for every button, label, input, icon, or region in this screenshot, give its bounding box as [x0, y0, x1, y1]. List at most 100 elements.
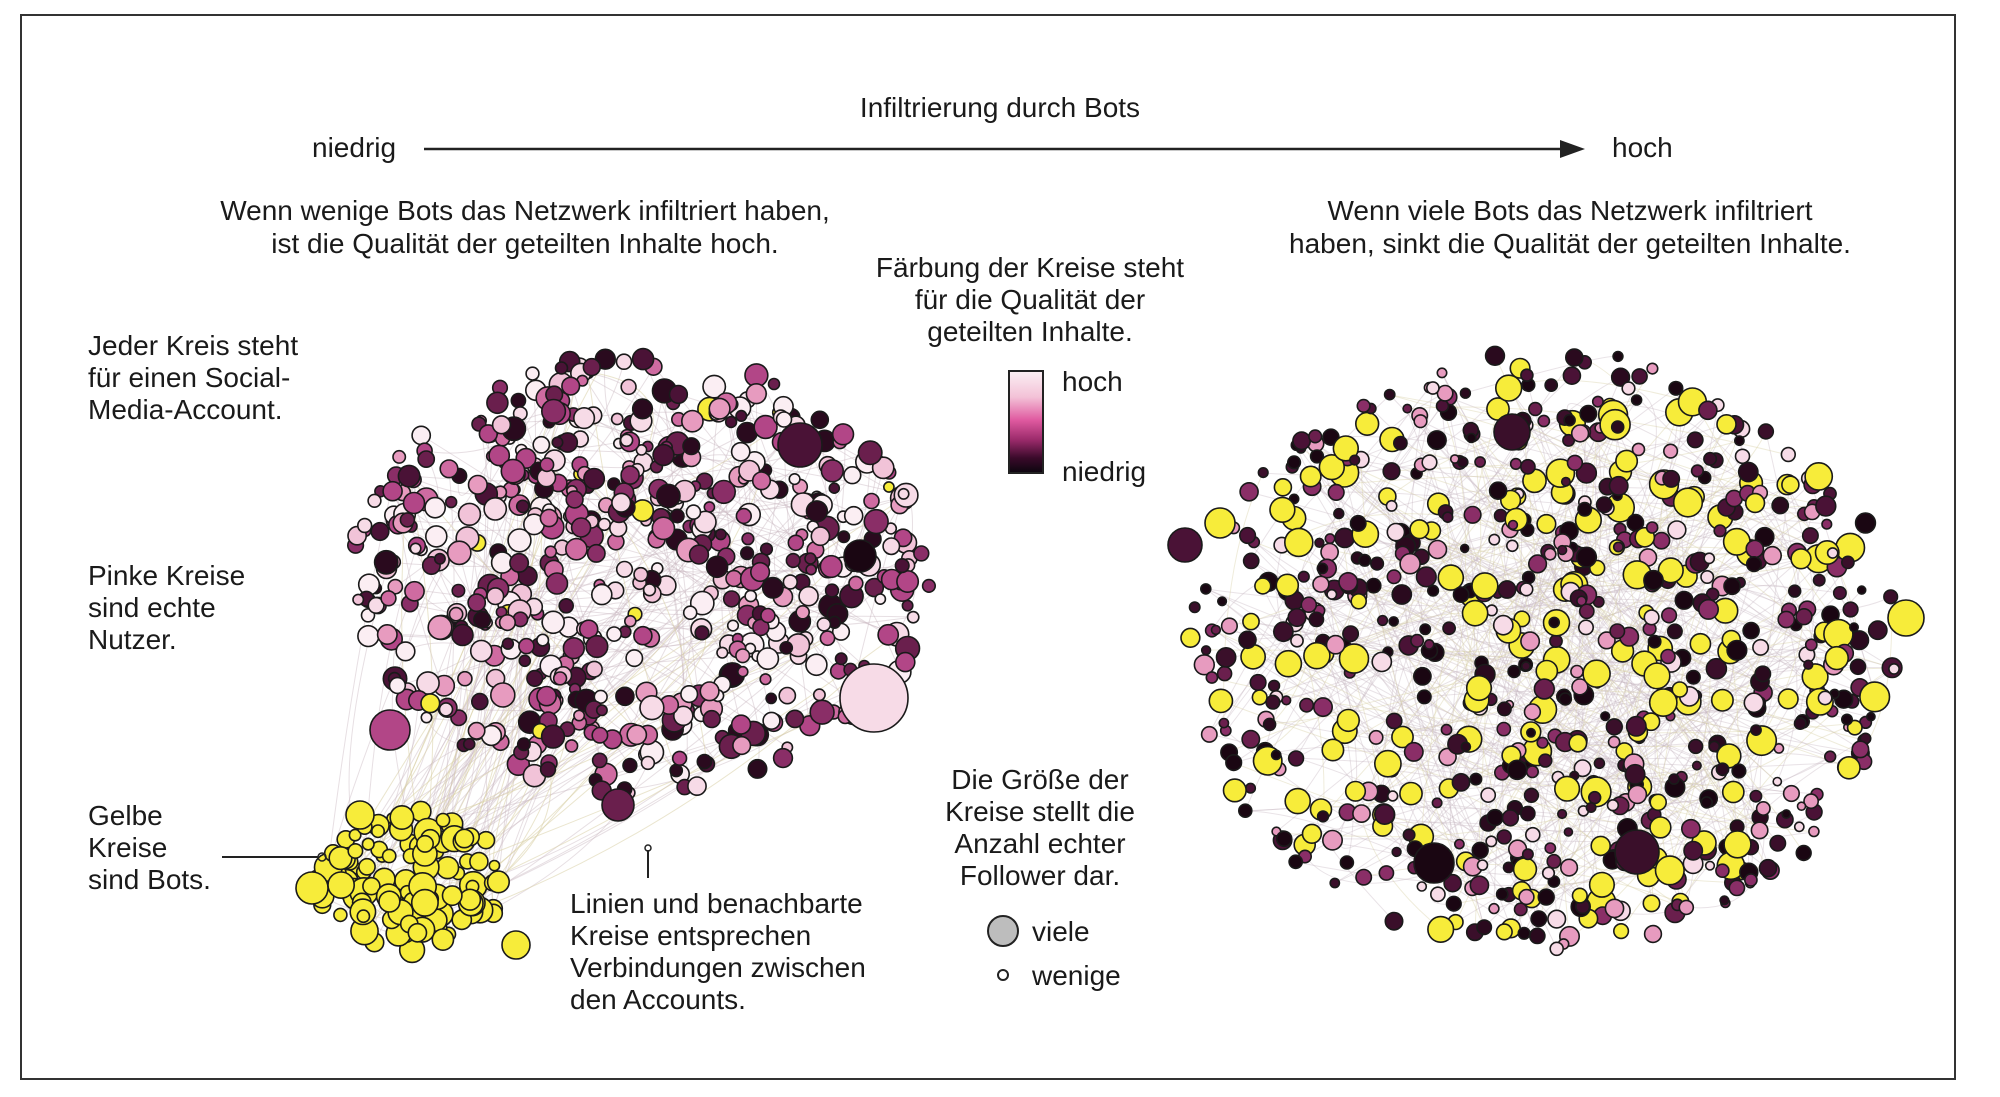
network-edge — [1420, 804, 1614, 838]
user-node — [693, 510, 717, 534]
bot-node — [883, 481, 895, 493]
user-node — [561, 376, 581, 396]
user-node — [1719, 895, 1730, 906]
user-node — [540, 724, 566, 749]
user-node — [1445, 895, 1462, 912]
bot-node — [1338, 643, 1370, 674]
network-edge — [1311, 821, 1635, 845]
user-node — [1612, 541, 1624, 553]
user-node — [1358, 553, 1372, 567]
bot-node — [1208, 688, 1234, 714]
user-node — [1703, 451, 1718, 466]
user-node — [1436, 367, 1448, 379]
bot-node — [370, 824, 385, 839]
user-node — [572, 407, 596, 430]
user-node — [1575, 462, 1598, 484]
user-node — [573, 709, 586, 722]
user-node — [631, 398, 654, 420]
network-edge — [1392, 795, 1761, 824]
bot-node — [1824, 645, 1850, 671]
user-node — [1496, 721, 1512, 737]
user-node — [1393, 435, 1408, 451]
user-node — [467, 593, 487, 613]
user-node — [1292, 431, 1312, 451]
user-node — [1645, 521, 1659, 534]
user-node — [1563, 827, 1574, 837]
bot-node — [1649, 793, 1667, 812]
user-node — [1728, 879, 1746, 897]
network-edge — [1323, 502, 1756, 655]
user-node — [1402, 403, 1413, 414]
user-node — [1698, 400, 1718, 421]
bot-node — [348, 828, 362, 842]
user-node — [1780, 446, 1797, 463]
user-node — [1849, 658, 1867, 676]
user-node — [526, 669, 544, 688]
network-edge — [1330, 436, 1536, 482]
network-edge — [400, 631, 842, 830]
network-edge — [1247, 535, 1538, 937]
bot-node — [454, 828, 475, 849]
user-node — [882, 537, 901, 556]
user-node — [752, 618, 770, 637]
user-node — [809, 699, 835, 725]
user-node — [620, 465, 640, 485]
network-edge — [1545, 523, 1812, 646]
bot-node — [1427, 915, 1455, 944]
user-node — [863, 492, 880, 510]
network-edge — [1283, 838, 1528, 898]
user-node — [762, 711, 781, 730]
user-node — [1442, 621, 1456, 636]
user-node — [682, 605, 698, 621]
user-node — [1793, 716, 1807, 730]
bot-node — [1344, 780, 1367, 802]
user-node — [427, 614, 453, 641]
network-edge — [1620, 807, 1764, 932]
user-node — [631, 347, 655, 371]
user-node — [1832, 585, 1847, 600]
user-node — [352, 593, 365, 606]
bot-node — [435, 812, 451, 828]
user-node — [857, 440, 883, 466]
user-node — [1856, 585, 1867, 595]
annotation-pink-2: sind echte — [88, 592, 216, 623]
user-node — [1578, 619, 1595, 636]
user-node — [1562, 366, 1582, 386]
user-node — [788, 473, 801, 486]
user-node — [843, 539, 877, 573]
network-edge — [1409, 376, 1622, 565]
user-node — [357, 624, 380, 648]
user-node — [1570, 424, 1590, 443]
network-edge — [1614, 424, 1734, 884]
user-node — [1795, 607, 1813, 626]
user-node — [1415, 566, 1437, 588]
network-edge — [1627, 387, 1657, 524]
bot-node — [1465, 674, 1493, 702]
user-node — [411, 425, 432, 446]
size-legend-title-3: Anzahl echter — [954, 828, 1126, 859]
bot-node — [1837, 755, 1861, 780]
user-node — [1523, 787, 1540, 803]
user-node — [1249, 673, 1267, 692]
user-node — [1419, 623, 1432, 636]
user-node — [1627, 784, 1648, 805]
network-edge — [574, 502, 820, 690]
user-node — [716, 646, 729, 659]
bot-node — [381, 848, 397, 864]
bot-node — [356, 909, 371, 924]
user-node — [1579, 404, 1598, 423]
user-node — [761, 576, 784, 599]
user-node — [1520, 631, 1541, 652]
bot-node — [327, 871, 356, 900]
network-edge — [327, 361, 571, 868]
user-node — [1287, 750, 1305, 767]
user-node — [399, 512, 416, 528]
user-node — [1286, 455, 1302, 470]
network-edge — [1331, 466, 1638, 795]
bot-node — [1299, 465, 1322, 488]
user-node — [510, 392, 527, 409]
user-node — [404, 580, 425, 602]
user-node — [1841, 555, 1855, 570]
user-node — [1817, 690, 1833, 706]
user-node — [816, 617, 832, 632]
